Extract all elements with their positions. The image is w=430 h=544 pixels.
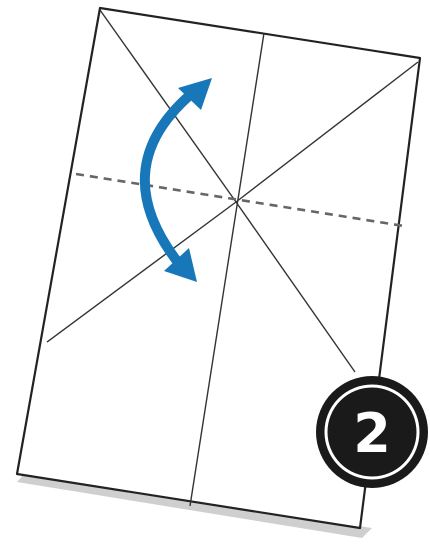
step-badge: 2 [316,376,428,488]
step-number: 2 [353,402,391,465]
